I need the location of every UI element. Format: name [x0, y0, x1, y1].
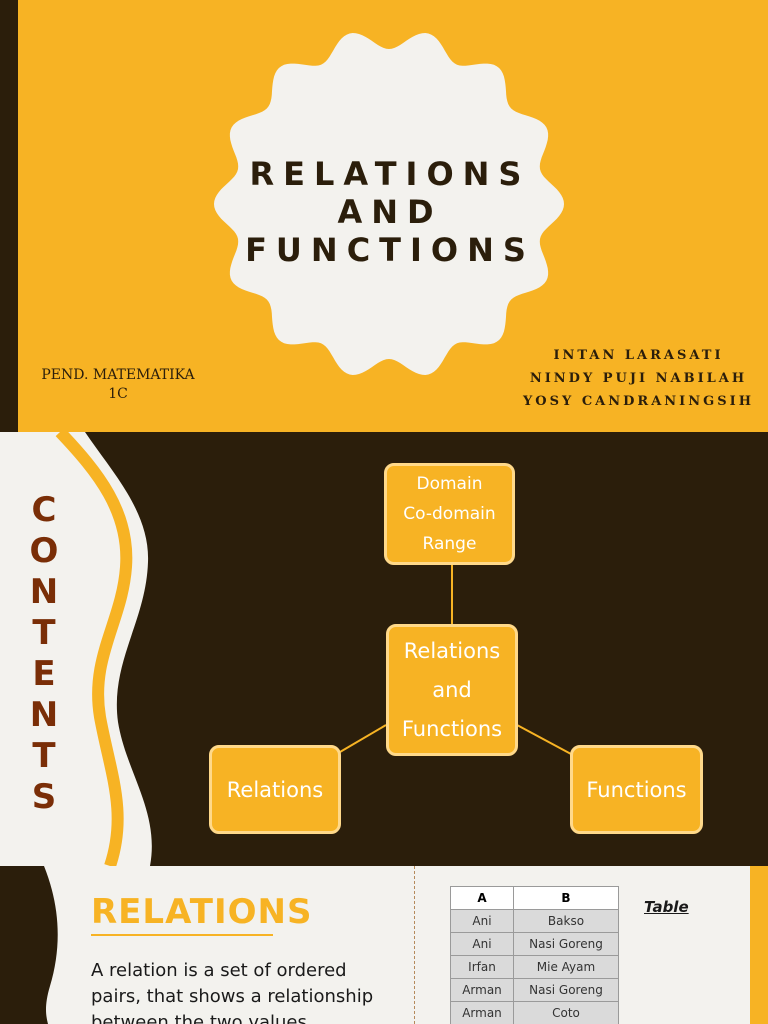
table-header: A — [450, 886, 514, 910]
table-row: Ani Bakso — [450, 909, 619, 933]
node-line: Domain — [416, 474, 483, 494]
relations-slide: RELATIONS A relation is a set of ordered… — [0, 866, 768, 1024]
connector-left — [339, 724, 387, 753]
scalloped-badge — [214, 33, 564, 375]
author-name: YOSY CANDRANINGSIH — [523, 394, 754, 409]
table-cell: Nasi Goreng — [513, 932, 619, 956]
table-label: Table — [644, 898, 689, 916]
title-line: RELATIONS — [249, 155, 531, 193]
node-line: Range — [422, 534, 477, 554]
left-accent-bar — [0, 0, 18, 432]
node-label: Relations — [226, 777, 324, 802]
node-line: Co-domain — [403, 504, 496, 524]
connector-right — [516, 724, 572, 755]
dashed-divider — [414, 866, 415, 1024]
wavy-decoration — [0, 432, 152, 866]
contents-slide: C O N T E N T S Domain Co-domain Range R… — [0, 432, 768, 866]
title-letter: T — [32, 736, 56, 776]
presentation-title: RELATIONS AND FUNCTIONS — [240, 155, 540, 269]
section-heading: RELATIONS — [91, 892, 313, 932]
title-letter: S — [31, 777, 57, 817]
title-letter: N — [29, 695, 59, 735]
class-group: 1C — [108, 386, 128, 402]
table-cell: Bakso — [513, 909, 619, 933]
title-letter: O — [29, 531, 59, 571]
table-cell: Irfan — [450, 955, 514, 979]
table-header: B — [513, 886, 619, 910]
node-line: Relations — [403, 638, 501, 663]
wave-decoration — [0, 866, 58, 1024]
relation-definition: A relation is a set of ordered pairs, th… — [91, 960, 374, 1024]
table-cell: Coto — [513, 1001, 619, 1024]
table-cell: Nasi Goreng — [513, 978, 619, 1002]
diagram-connectors — [339, 564, 572, 755]
class-info: PEND. MATEMATIKA 1C — [28, 366, 208, 404]
table-cell: Ani — [450, 909, 514, 933]
table-cell: Arman — [450, 978, 514, 1002]
table-cell: Mie Ayam — [513, 955, 619, 979]
title-letter: E — [32, 654, 56, 694]
title-line: AND — [337, 193, 443, 231]
node-functions[interactable]: Functions — [570, 745, 703, 834]
title-letter: C — [31, 490, 57, 530]
table-cell: Arman — [450, 1001, 514, 1024]
title-line: FUNCTIONS — [245, 231, 535, 269]
node-label: Functions — [586, 777, 687, 802]
author-name: NINDY PUJI NABILAH — [529, 371, 748, 386]
table-header-row: A B — [450, 886, 619, 910]
table-row: Ani Nasi Goreng — [450, 932, 619, 956]
node-domain-codomain-range[interactable]: Domain Co-domain Range — [384, 463, 515, 565]
heading-underline — [91, 934, 273, 936]
node-line: and — [432, 677, 472, 702]
relation-table: A B Ani Bakso Ani Nasi Goreng Irfan Mie … — [450, 886, 619, 1024]
table-row: Arman Nasi Goreng — [450, 978, 619, 1002]
class-program: PEND. MATEMATIKA — [41, 367, 195, 383]
author-name: INTAN LARASATI — [553, 348, 724, 363]
table-row: Arman Coto — [450, 1001, 619, 1024]
title-letter: T — [32, 613, 56, 653]
title-slide: RELATIONS AND FUNCTIONS PEND. MATEMATIKA… — [0, 0, 768, 432]
node-line: Functions — [401, 716, 503, 741]
node-relations[interactable]: Relations — [209, 745, 341, 834]
table-cell: Ani — [450, 932, 514, 956]
title-letter: N — [29, 572, 59, 612]
table-row: Irfan Mie Ayam — [450, 955, 619, 979]
author-list: INTAN LARASATI NINDY PUJI NABILAH YOSY C… — [523, 344, 754, 413]
node-relations-and-functions[interactable]: Relations and Functions — [386, 624, 518, 756]
right-accent-bar — [750, 866, 768, 1024]
